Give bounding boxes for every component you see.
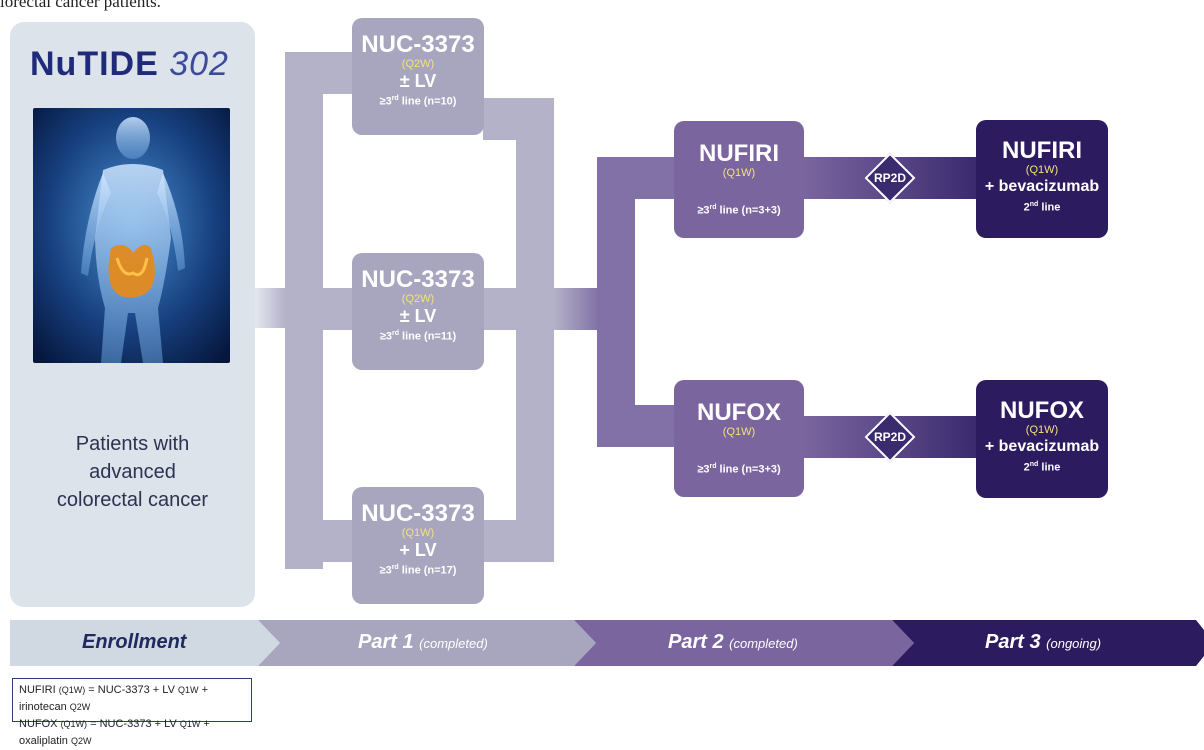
connector-part2-bar — [597, 157, 635, 447]
connector-part2-top — [597, 157, 677, 199]
connector-enroll — [255, 288, 285, 328]
box-dose: (Q1W) — [722, 426, 756, 438]
connector-part1-left-mid — [285, 288, 355, 330]
part3-box-nufiri: NUFIRI (Q1W) + bevacizumab 2nd line — [976, 120, 1108, 238]
box-dose: (Q2W) — [401, 58, 435, 70]
connector-part1-left-bot — [285, 520, 355, 562]
patients-description: Patients with advanced colorectal cancer — [20, 430, 245, 514]
box-title: NUFOX — [697, 399, 781, 426]
box-line: ≥3rd line (n=10) — [379, 95, 457, 108]
box-line: 2nd line — [1023, 461, 1061, 474]
legend-box: NUFIRI (Q1W) = NUC-3373 + LV Q1W + irino… — [12, 678, 252, 747]
part3-box-nufox: NUFOX (Q1W) + bevacizumab 2nd line — [976, 380, 1108, 498]
box-lv: + LV — [399, 540, 437, 560]
box-line: ≥3rd line (n=3+3) — [697, 463, 781, 476]
box-line: ≥3rd line (n=3+3) — [697, 204, 781, 217]
connector-part2-bot — [597, 405, 677, 447]
patient-illustration — [33, 108, 230, 363]
box-line: ≥3rd line (n=11) — [379, 330, 457, 343]
nutide-logo: NuTIDE 302 — [30, 45, 240, 84]
part2-box-nufox: NUFOX (Q1W) ≥3rd line (n=3+3) — [674, 380, 804, 497]
box-dose: (Q1W) — [1025, 164, 1059, 176]
box-title: NUFIRI — [1002, 137, 1082, 164]
part1-box-1: NUC-3373 (Q2W) ± LV ≥3rd line (n=10) — [352, 18, 484, 135]
box-line: 2nd line — [1023, 201, 1061, 214]
rp2d-label-bot: RP2D — [873, 430, 906, 444]
box-dose: (Q2W) — [401, 293, 435, 305]
rp2d-label-top: RP2D — [873, 171, 906, 185]
connector-part1-right-bot — [483, 520, 553, 562]
timeline-part1-label: Part 1 (completed) — [358, 631, 488, 653]
box-addon: + bevacizumab — [984, 178, 1100, 195]
box-title: NUC-3373 — [361, 500, 475, 527]
part1-box-3: NUC-3373 (Q1W) + LV ≥3rd line (n=17) — [352, 487, 484, 604]
connector-part1-left-top — [285, 52, 355, 94]
patients-line-1: Patients with — [75, 433, 190, 455]
connector-part1-right-top — [483, 98, 553, 140]
timeline-bar — [10, 620, 1204, 666]
box-dose: (Q1W) — [401, 527, 435, 539]
box-title: NUFIRI — [699, 140, 779, 167]
box-lv: ± LV — [399, 306, 437, 326]
legend-line-2: NUFOX (Q1W) = NUC-3373 + LV Q1W + oxalip… — [19, 718, 210, 747]
timeline-part3-label: Part 3 (ongoing) — [985, 631, 1102, 653]
patients-line-3: colorectal cancer — [56, 489, 209, 511]
patients-line-2: advanced — [89, 461, 176, 483]
legend-line-1: NUFIRI (Q1W) = NUC-3373 + LV Q1W + irino… — [19, 684, 208, 713]
box-title: NUFOX — [1000, 397, 1084, 424]
part1-box-2: NUC-3373 (Q2W) ± LV ≥3rd line (n=11) — [352, 253, 484, 370]
box-line: ≥3rd line (n=17) — [379, 564, 457, 577]
top-caption: lorectal cancer patients. — [0, 0, 161, 11]
box-dose: (Q1W) — [722, 167, 756, 179]
box-addon: + bevacizumab — [984, 438, 1100, 455]
box-lv: ± LV — [399, 71, 437, 91]
timeline-part1-arrow — [258, 620, 596, 666]
box-dose: (Q1W) — [1025, 424, 1059, 436]
logo-text: NuTIDE — [30, 45, 159, 83]
timeline-enrollment-arrow — [10, 620, 280, 666]
timeline-part2-label: Part 2 (completed) — [668, 631, 798, 653]
connector-part1-right-bar — [516, 98, 554, 562]
connector-part1-right-mid — [483, 288, 553, 330]
timeline-part3-arrow — [892, 620, 1204, 666]
part2-box-nufiri: NUFIRI (Q1W) ≥3rd line (n=3+3) — [674, 121, 804, 238]
connector-part1-to-part2 — [554, 288, 599, 330]
timeline-part2-arrow — [574, 620, 914, 666]
timeline-enrollment-label: Enrollment — [82, 631, 187, 653]
box-title: NUC-3373 — [361, 31, 475, 58]
logo-number: 302 — [169, 45, 229, 83]
box-title: NUC-3373 — [361, 266, 475, 293]
